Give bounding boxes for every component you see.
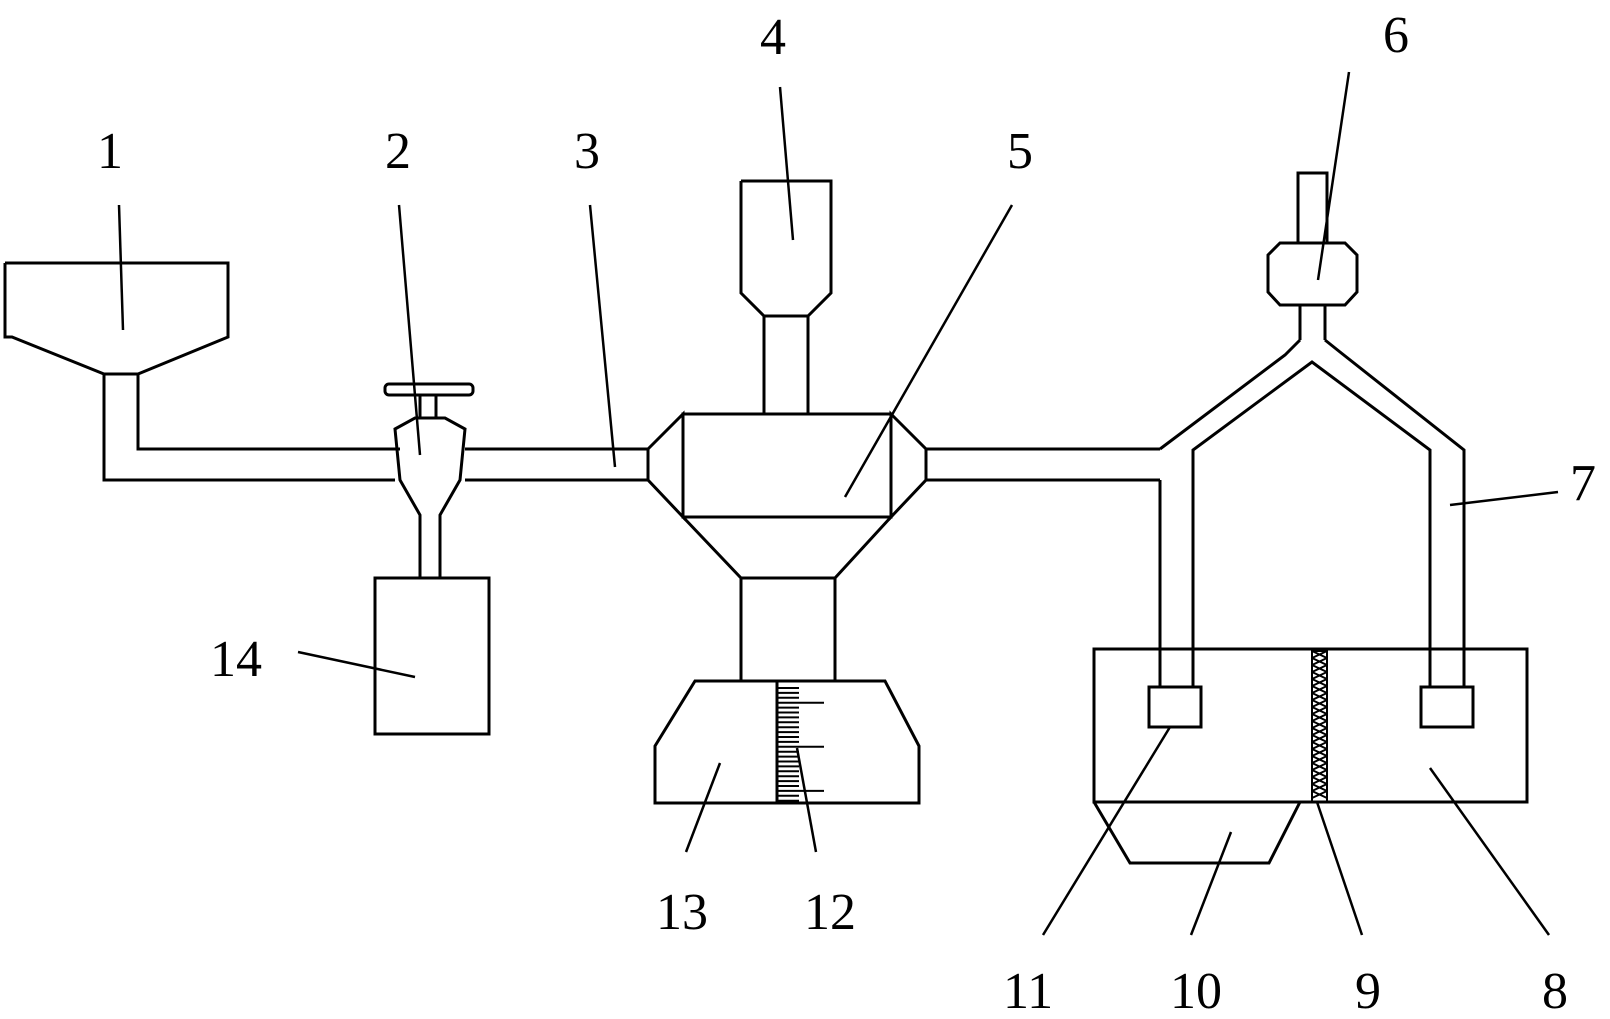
mesh-line: [1311, 720, 1328, 729]
mesh-line: [1311, 671, 1328, 680]
mesh-line: [1311, 776, 1328, 785]
mesh-line: [1311, 664, 1328, 673]
main-chamber: [681, 410, 928, 580]
mesh-line: [1311, 713, 1328, 722]
mesh-line: [1311, 678, 1328, 687]
label-5: 5: [1007, 123, 1033, 180]
fan-unit: [1266, 171, 1359, 340]
label-8: 8: [1542, 963, 1568, 1019]
mesh-line: [1311, 790, 1328, 799]
discharge-neck: [739, 578, 837, 681]
mesh-line: [1311, 741, 1328, 750]
label-7: 7: [1570, 455, 1596, 512]
valve: [375, 382, 475, 580]
hopper: [3, 261, 375, 482]
graduated-scale: [777, 687, 824, 802]
label-12: 12: [804, 884, 856, 941]
screen-frame: [1311, 650, 1328, 803]
label-14: 14: [210, 631, 262, 688]
outlet-pipe: [926, 447, 1160, 482]
top-feeder: [739, 179, 833, 414]
label-3: 3: [574, 123, 600, 180]
mesh-line: [1311, 685, 1328, 694]
nozzle-right: [1419, 685, 1475, 729]
label-2: 2: [385, 123, 411, 180]
mesh-line: [1311, 748, 1328, 757]
mesh-line: [1311, 769, 1328, 778]
label-6: 6: [1383, 7, 1409, 64]
label-4: 4: [760, 9, 786, 66]
branch-pipes: [1158, 338, 1466, 687]
nozzle-left: [1147, 685, 1203, 729]
tank: [1092, 647, 1529, 804]
mesh-line: [1311, 783, 1328, 792]
mesh-line: [1311, 657, 1328, 666]
mesh-line: [1311, 650, 1328, 659]
label-11: 11: [1003, 963, 1053, 1019]
mesh-line: [1311, 755, 1328, 764]
label-13: 13: [656, 884, 708, 941]
inlet-pipe: [465, 410, 685, 521]
mesh-line: [1311, 734, 1328, 743]
mesh-line: [1311, 762, 1328, 771]
callout-labels: 1 2 3 4 5 6 7 8 9 10 11 12 13 14: [97, 7, 1596, 1019]
mesh-line: [1311, 706, 1328, 715]
mesh-line: [1311, 727, 1328, 736]
sludge-hopper: [1092, 801, 1302, 865]
label-1: 1: [97, 123, 123, 180]
leader-lines: [117, 71, 1559, 936]
collection-box: [373, 576, 491, 736]
mesh-line: [1311, 699, 1328, 708]
label-9: 9: [1355, 963, 1381, 1019]
mesh-line: [1311, 692, 1328, 701]
label-10: 10: [1170, 963, 1222, 1019]
filter-screen: [1311, 650, 1328, 803]
